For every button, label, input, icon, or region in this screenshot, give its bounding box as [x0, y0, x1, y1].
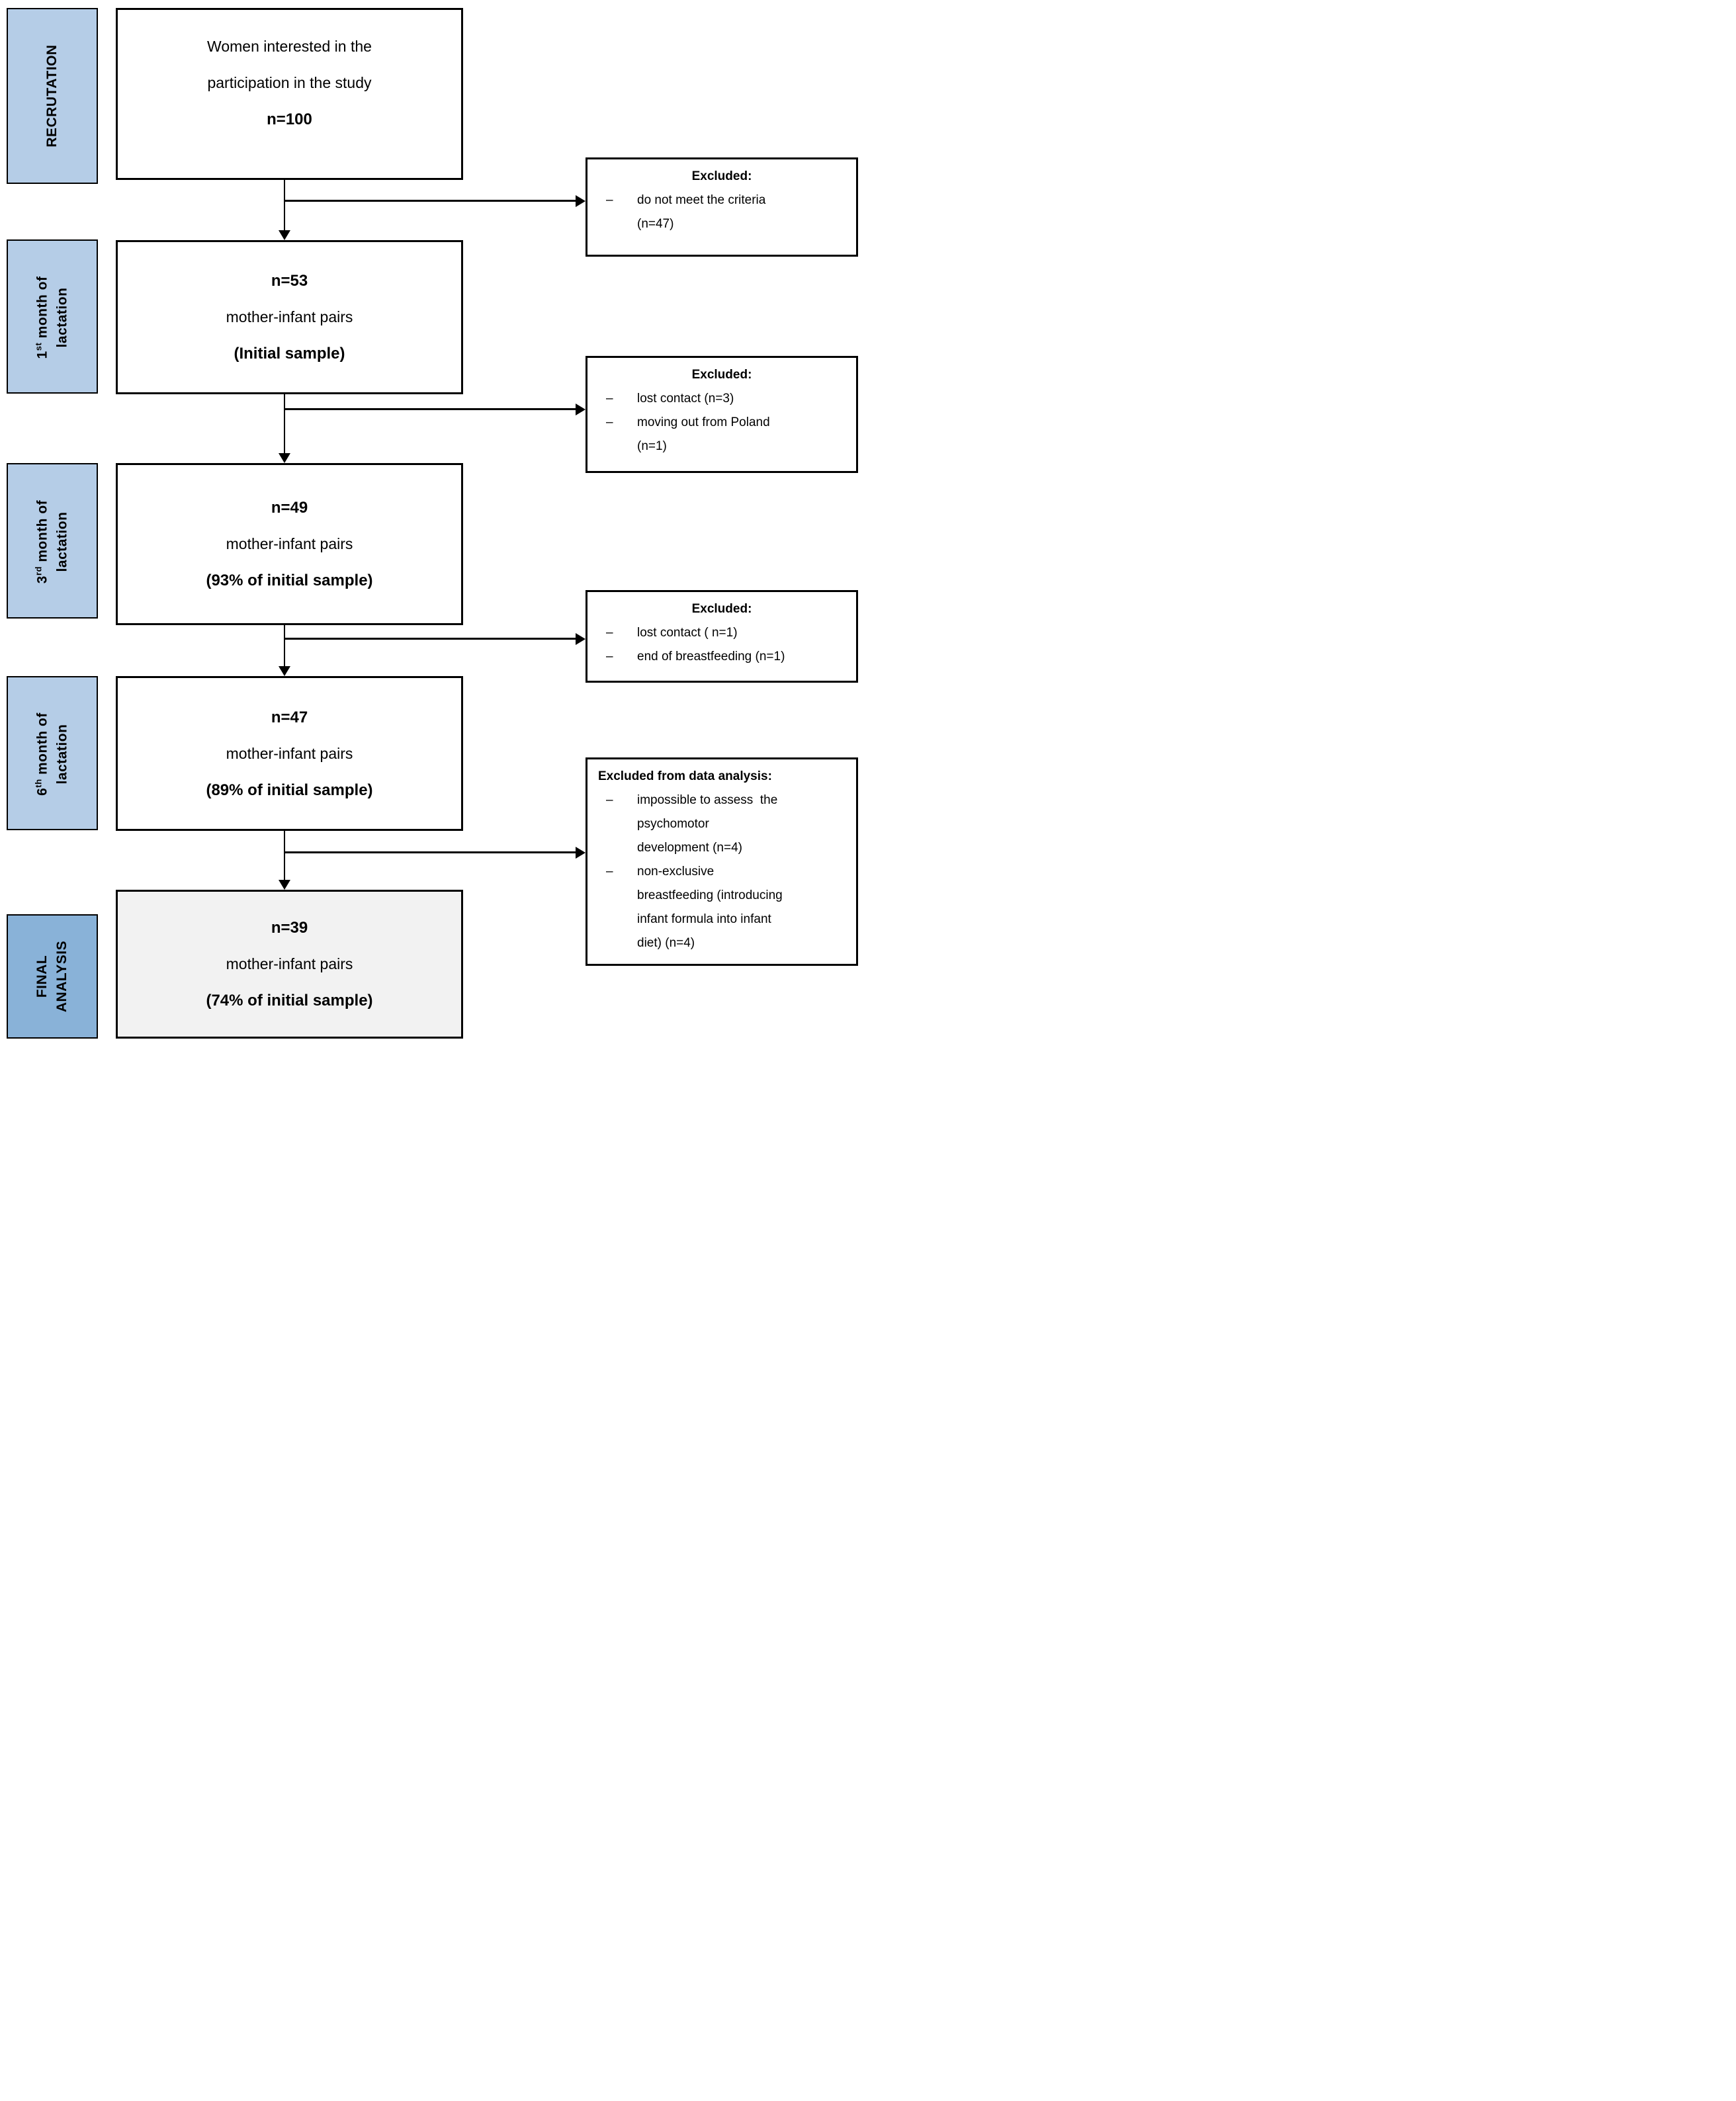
excluded-item-text: do not meet the criteria (n=47) — [637, 193, 766, 231]
flow-line-vertical-2 — [284, 394, 285, 453]
stage-sample-note: (74% of initial sample) — [206, 992, 373, 1009]
excluded-item: – moving out from Poland (n=1) — [587, 411, 856, 458]
excluded-item: – lost contact ( n=1) — [587, 621, 856, 645]
ordinal-suffix: th — [33, 779, 44, 788]
arrow-right-icon — [576, 404, 586, 415]
stage-text-line: mother-infant pairs — [226, 744, 353, 762]
arrow-down-icon — [279, 230, 290, 240]
stage-n-value: n=49 — [271, 499, 308, 517]
stage-box-final-analysis: n=39 mother-infant pairs (74% of initial… — [116, 890, 463, 1039]
stage-text-line: participation in the study — [207, 73, 372, 91]
stage-n-value: n=100 — [267, 110, 312, 128]
dash-bullet-icon: – — [606, 626, 613, 640]
label-text: RECRUTATION — [44, 44, 60, 148]
stage-label-recrutation: RECRUTATION — [7, 8, 98, 184]
arrow-down-icon — [279, 880, 290, 890]
excluded-item-text: lost contact ( n=1) — [637, 626, 738, 640]
arrow-right-icon — [576, 195, 586, 207]
excluded-item-text: impossible to assess the psychomotor dev… — [637, 793, 778, 855]
stage-n-value: n=39 — [271, 919, 308, 937]
stage-text-line: mother-infant pairs — [226, 308, 353, 325]
flow-line-branch-2 — [284, 408, 576, 410]
excluded-item-text: end of breastfeeding (n=1) — [637, 650, 785, 664]
excluded-title: Excluded: — [691, 169, 752, 183]
excluded-item: – end of breastfeeding (n=1) — [587, 645, 856, 669]
excluded-item: – impossible to assess the psychomotor d… — [587, 789, 856, 860]
dash-bullet-icon: – — [606, 650, 613, 664]
stage-sample-note: (89% of initial sample) — [206, 781, 373, 799]
stage-sample-note: (93% of initial sample) — [206, 572, 373, 589]
flow-line-vertical-1 — [284, 180, 285, 230]
excluded-item-text: non-exclusive breastfeeding (introducing… — [637, 865, 783, 950]
stage-box-initial-sample: n=53 mother-infant pairs (Initial sample… — [116, 240, 463, 394]
stage-text-line: mother-infant pairs — [226, 955, 353, 972]
stage-box-6th-month: n=47 mother-infant pairs (89% of initial… — [116, 676, 463, 831]
excluded-box-recruitment: Excluded: – do not meet the criteria (n=… — [586, 157, 858, 257]
excluded-item: – non-exclusive breastfeeding (introduci… — [587, 860, 856, 955]
ordinal-suffix: rd — [33, 566, 44, 576]
stage-text-line: mother-infant pairs — [226, 535, 353, 552]
flow-line-branch-1 — [284, 200, 576, 202]
stage-box-interested-women: Women interested in the participation in… — [116, 8, 463, 180]
stage-label-recrutation-text: RECRUTATION — [8, 9, 97, 183]
excluded-item: – lost contact (n=3) — [587, 387, 856, 411]
arrow-down-icon — [279, 453, 290, 463]
excluded-item: – do not meet the criteria (n=47) — [587, 189, 856, 236]
stage-n-value: n=53 — [271, 272, 308, 290]
stage-box-3rd-month: n=49 mother-infant pairs (93% of initial… — [116, 463, 463, 625]
excluded-box-1st-month: Excluded: – lost contact (n=3) – moving … — [586, 356, 858, 473]
excluded-box-data-analysis: Excluded from data analysis: – impossibl… — [586, 757, 858, 966]
arrow-right-icon — [576, 847, 586, 859]
flow-line-branch-4 — [284, 851, 576, 853]
flow-line-vertical-4 — [284, 831, 285, 880]
arrow-right-icon — [576, 633, 586, 645]
excluded-title: Excluded from data analysis: — [598, 769, 772, 783]
dash-bullet-icon: – — [606, 865, 613, 879]
dash-bullet-icon: – — [606, 193, 613, 207]
dash-bullet-icon: – — [606, 793, 613, 807]
flow-line-branch-3 — [284, 638, 576, 640]
excluded-title: Excluded: — [691, 602, 752, 616]
flow-line-vertical-3 — [284, 625, 285, 666]
arrow-down-icon — [279, 666, 290, 676]
dash-bullet-icon: – — [606, 415, 613, 429]
excluded-item-text: moving out from Poland (n=1) — [637, 415, 770, 453]
stage-n-value: n=47 — [271, 708, 308, 726]
excluded-box-3rd-month: Excluded: – lost contact ( n=1) – end of… — [586, 590, 858, 683]
stage-text-line: Women interested in the — [207, 37, 372, 55]
stage-sample-note: (Initial sample) — [234, 345, 345, 363]
excluded-item-text: lost contact (n=3) — [637, 392, 734, 406]
dash-bullet-icon: – — [606, 392, 613, 406]
excluded-title: Excluded: — [691, 368, 752, 382]
ordinal-suffix: st — [33, 342, 44, 351]
